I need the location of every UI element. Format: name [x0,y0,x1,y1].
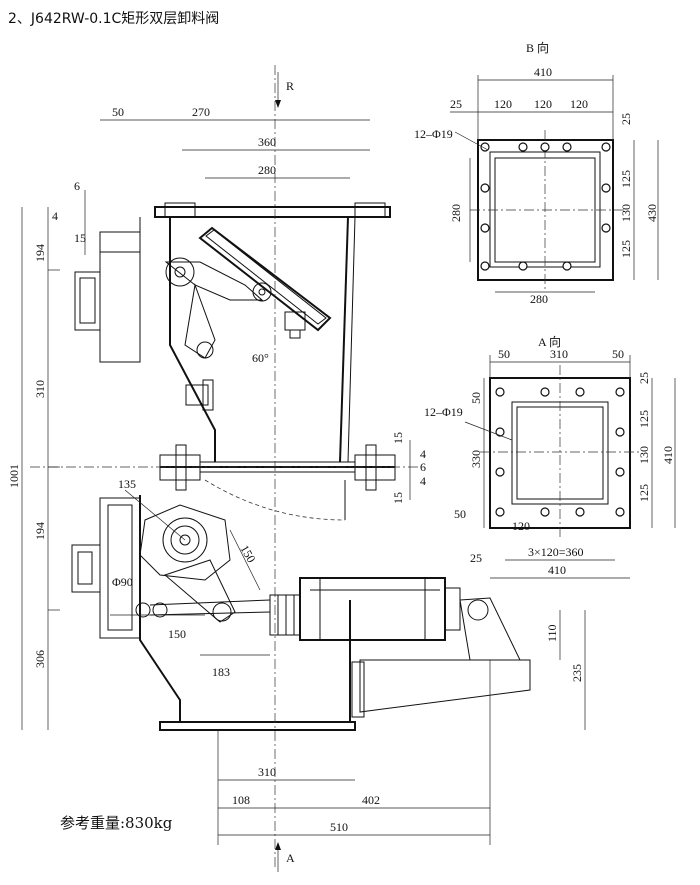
view-a-bolt-hole [575,387,585,397]
dim-235: 235 [570,664,584,682]
a-dim-50-left-side: 50 [469,392,483,404]
dim-310-left: 310 [33,380,47,398]
dim-15-right-upper: 15 [391,432,405,444]
dim-phi90: Φ90 [112,575,133,589]
dim-110: 110 [545,624,559,642]
b-dim-430: 430 [645,204,659,222]
b-dim-280-left: 280 [449,204,463,222]
view-a-bolt-hole [540,387,550,397]
a-dim-50-right: 50 [612,347,624,361]
dim-510: 510 [330,820,348,834]
dim-4: 4 [52,209,58,223]
view-b-bolt-hole [601,183,611,193]
b-dim-280-bottom: 280 [530,292,548,306]
dim-183: 183 [212,665,230,679]
dim-6-right: 6 [420,460,426,474]
a-dim-50-bottom-left: 50 [454,507,466,521]
view-b-bolt-hole [480,142,490,152]
dim-108: 108 [232,793,250,807]
b-dim-25-right: 25 [619,113,633,125]
view-b-bolt-hole [540,142,550,152]
view-b-bolt-hole [480,183,490,193]
a-dim-120: 120 [512,519,530,533]
view-a-bolt-hole [495,467,505,477]
view-a-bolt-hole [615,427,625,437]
view-b-bolt-hole [480,261,490,271]
dim-306: 306 [33,650,47,668]
arrow-a-label: A [286,851,295,865]
a-holes-label: 12–Φ19 [424,405,463,419]
view-b-label: B 向 [526,40,549,55]
view-b-bolt-hole [562,142,572,152]
view-b-bolt-hole [562,261,572,271]
b-dim-125b: 125 [619,240,633,258]
view-b [450,75,659,293]
b-dim-130: 130 [619,204,633,222]
a-dim-3x120: 3×120=360 [528,545,584,559]
view-a-bolt-hole [615,467,625,477]
arrow-r-label: R [286,79,294,93]
a-dim-330: 330 [469,450,483,468]
b-holes-label: 12–Φ19 [414,127,453,141]
dim-1001: 1001 [7,464,21,488]
dim-60deg: 60° [252,351,269,365]
dim-280: 280 [258,163,276,177]
view-b-bolt-hole [601,223,611,233]
b-dim-120c: 120 [570,97,588,111]
view-b-bolt-hole [518,142,528,152]
view-a-bolt-hole [495,387,505,397]
view-a-bolt-hole [495,507,505,517]
b-dim-120a: 120 [494,97,512,111]
a-dim-125b: 125 [637,484,651,502]
dim-270: 270 [192,105,210,119]
dim-4-right-lower: 4 [420,474,426,488]
drawing-title: 2、J642RW-0.1C矩形双层卸料阀 [8,11,220,27]
dim-50: 50 [112,105,124,119]
dim-15: 15 [74,231,86,245]
a-dim-50-left: 50 [498,347,510,361]
b-dim-125a: 125 [619,170,633,188]
dim-402: 402 [362,793,380,807]
reference-weight: 参考重量:830kg [60,814,173,832]
dim-150-diagonal: 150 [237,543,258,566]
b-dim-25: 25 [450,97,462,111]
view-a [464,355,676,579]
view-b-bolt-hole [601,142,611,152]
view-a-label: A 向 [538,334,561,349]
dim-15-right-lower: 15 [391,492,405,504]
view-a-bolt-hole [575,507,585,517]
a-dim-310: 310 [550,347,568,361]
view-b-bolt-hole [518,261,528,271]
view-a-bolt-hole [540,507,550,517]
dim-360: 360 [258,135,276,149]
dim-150: 150 [168,627,186,641]
b-dim-120b: 120 [534,97,552,111]
dim-4-right-upper: 4 [420,447,426,461]
b-dim-410: 410 [534,65,552,79]
a-dim-25-right: 25 [637,372,651,384]
a-dim-410-bottom: 410 [548,563,566,577]
view-b-bolt-hole [480,223,490,233]
a-dim-130: 130 [637,446,651,464]
view-a-bolt-hole [615,507,625,517]
a-dim-125a: 125 [637,410,651,428]
view-a-bolt-hole [615,387,625,397]
dim-6: 6 [74,179,80,193]
dim-135: 135 [118,477,136,491]
dim-194-upper: 194 [33,244,47,262]
a-dim-410-right: 410 [661,446,675,464]
dim-194-lower: 194 [33,522,47,540]
dim-310-bottom: 310 [258,765,276,779]
a-dim-25-bottom: 25 [470,551,482,565]
main-view [30,65,531,870]
main-dimensions [21,72,586,872]
view-a-bolt-hole [495,427,505,437]
